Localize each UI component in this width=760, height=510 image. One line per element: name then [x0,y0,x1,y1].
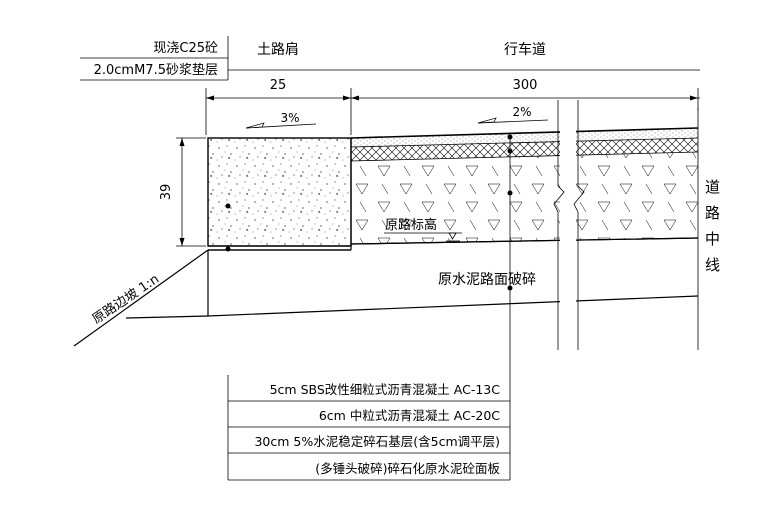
leader-dot-1 [507,134,513,140]
layer-2-label: 6cm 中粒式沥青混凝土 AC-20C [319,408,500,423]
shoulder-leader-dot [225,203,231,209]
leader-dot-4 [507,285,513,291]
layer-4-label: (多锤头破碎)碎石化原水泥砼面板 [315,461,500,476]
shoulder-width: 25 [270,78,287,93]
centerline-char-4: 线 [705,256,720,274]
bedding-leader-dot [225,246,231,252]
centerline-char-1: 道 [705,178,720,196]
original-elevation-marker: 原路标高 [384,217,462,242]
carriageway-slope: 2% [512,105,531,119]
side-slope-label: 原路边坡 1:n [89,271,162,327]
centerline-char-2: 路 [705,204,720,222]
carriageway-slope-indicator: 2% [477,105,549,124]
material-label: 现浇C25砼 [153,41,218,56]
centerline-char-3: 中 [705,230,720,248]
width-dimension: 25 300 [205,78,700,135]
shoulder-slope: 3% [280,111,299,125]
leader-dot-3 [507,190,513,196]
road-centerline: 道 路 中 线 [697,108,720,350]
original-road-layer: 原水泥路面破碎 [125,237,699,319]
leader-dot-2 [507,148,513,154]
carriageway-width: 300 [513,78,538,93]
carriageway-pavement-layers [350,127,699,250]
layer-leader [507,134,513,480]
shoulder-header: 土路肩 [257,42,299,58]
broken-concrete-label: 原水泥路面破碎 [438,272,536,288]
break-lines [553,100,585,350]
height-value: 39 [159,184,174,201]
original-elevation-label: 原路标高 [385,217,437,233]
carriageway-header: 行车道 [504,41,546,58]
top-left-label-table: 现浇C25砼 2.0cmM7.5砂浆垫层 [80,36,229,81]
side-slope: 原路边坡 1:n [73,249,209,347]
height-dimension: 39 [159,137,206,247]
layer-legend-table: 5cm SBS改性细粒式沥青混凝土 AC-13C 6cm 中粒式沥青混凝土 AC… [227,375,510,481]
shoulder-slope-indicator: 3% [245,111,317,129]
shoulder-concrete-block [207,137,352,252]
layer-1-label: 5cm SBS改性细粒式沥青混凝土 AC-13C [270,382,501,397]
layer-3-label: 30cm 5%水泥稳定碎石基层(含5cm调平层) [254,434,500,449]
bedding-label: 2.0cmM7.5砂浆垫层 [94,62,218,78]
